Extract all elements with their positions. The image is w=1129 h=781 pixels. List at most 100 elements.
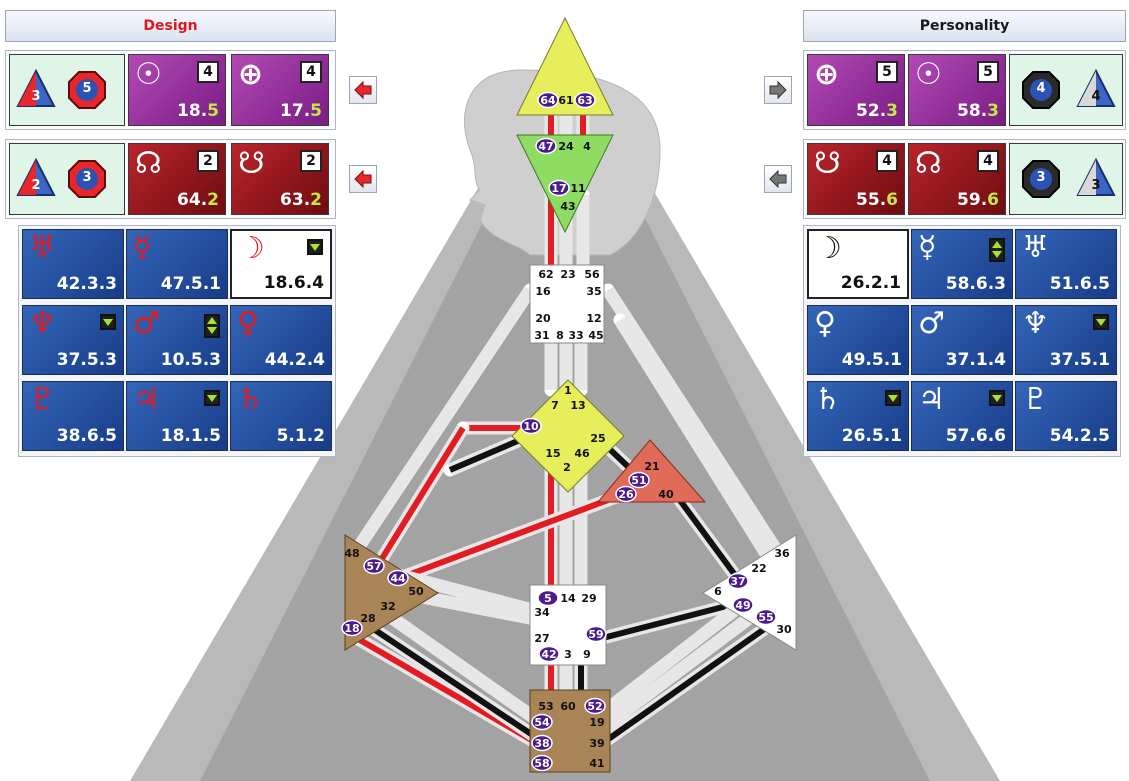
gate-label: 1 (564, 384, 572, 397)
planet-value: 5.1.2 (277, 426, 325, 446)
gate-label: 47 (538, 140, 553, 153)
gate-label: 30 (776, 623, 792, 636)
personality-nodes-arrow-button[interactable] (764, 165, 792, 193)
gate-label: 44 (390, 572, 406, 585)
design-planet-cell[interactable]: ☿47.5.1 (126, 229, 228, 299)
gate-label: 56 (584, 268, 600, 281)
gate-label: 43 (560, 200, 575, 213)
planet-value: 38.6.5 (57, 426, 117, 446)
variable-badge-label: 4 (1031, 81, 1051, 96)
design-planets-grid: ♅42.3.3☿47.5.1☽18.6.4 ♆37.5.3♂10.5.3♀44.2… (18, 225, 336, 457)
design-planet-cell[interactable]: ♆37.5.3 (22, 305, 124, 375)
design-earth-cell[interactable]: ⊕ 4 17.5 (231, 54, 329, 126)
design-planet-cell[interactable]: ♂10.5.3 (126, 305, 228, 375)
gate-label: 6 (714, 585, 722, 598)
south-node-gate-value: 63.2 (280, 190, 322, 210)
gate-label: 17 (551, 182, 566, 195)
up-down-arrow-marker-icon (989, 238, 1005, 262)
gate-label: 27 (534, 632, 549, 645)
personality-header: Personality (803, 10, 1126, 42)
planet-value: 18.6.4 (264, 273, 324, 293)
line-badge: 5 (876, 61, 898, 83)
planet-value: 58.6.3 (946, 274, 1006, 294)
personality-nodes-variable-cell: 3 3 (1009, 143, 1123, 215)
gate-label: 50 (408, 585, 424, 598)
personality-earth-cell[interactable]: ⊕ 5 52.3 (807, 54, 905, 126)
personality-planet-cell[interactable]: ☿58.6.3 (911, 229, 1013, 299)
personality-planet-cell[interactable]: ♆37.5.1 (1015, 305, 1117, 375)
line-badge: 4 (977, 150, 999, 172)
design-nodes-panel: 2 3 ☊ 2 64.2 ☋ 2 63.2 (5, 139, 336, 219)
gate-label: 7 (551, 399, 559, 412)
gate-label: 9 (583, 648, 591, 661)
gate-label: 42 (541, 648, 556, 661)
gate-label: 16 (535, 285, 551, 298)
design-planet-cell[interactable]: ♇38.6.5 (22, 381, 124, 451)
north-node-icon: ☊ (915, 146, 942, 182)
personality-planet-cell[interactable]: ♇54.2.5 (1015, 381, 1117, 451)
north-node-gate-value: 64.2 (177, 190, 219, 210)
gate-label: 25 (590, 432, 605, 445)
earth-gate-value: 17.5 (280, 101, 322, 121)
design-planet-cell[interactable]: ♀44.2.4 (230, 305, 332, 375)
planet-glyph-icon: ☽ (815, 231, 842, 267)
planet-glyph-icon: ♃ (918, 382, 945, 418)
gate-label: 58 (534, 757, 549, 770)
earth-icon: ⊕ (238, 57, 263, 93)
earth-gate-value: 52.3 (856, 101, 898, 121)
gate-label: 57 (366, 560, 381, 573)
personality-planets-grid: ☽26.2.1☿58.6.3♅51.6.5 ♀49.5.1♂37.1.4♆37.5… (803, 225, 1121, 457)
gate-label: 54 (534, 716, 550, 729)
down-arrow-marker-icon (204, 390, 220, 406)
south-node-icon: ☋ (814, 146, 841, 182)
personality-planet-cell[interactable]: ♂37.1.4 (911, 305, 1013, 375)
south-node-icon: ☋ (238, 146, 265, 182)
planet-glyph-icon: ♂ (918, 306, 945, 342)
design-sun-cell[interactable]: ☉ 4 18.5 (128, 54, 226, 126)
design-planet-cell[interactable]: ☽18.6.4 (230, 229, 332, 299)
personality-planet-cell[interactable]: ♃57.6.6 (911, 381, 1013, 451)
design-nodes-arrow-button[interactable] (349, 165, 377, 193)
personality-planet-cell[interactable]: ♅51.6.5 (1015, 229, 1117, 299)
gate-label: 53 (538, 700, 553, 713)
gate-label: 21 (644, 460, 659, 473)
planet-value: 44.2.4 (265, 350, 325, 370)
planet-value: 37.5.1 (1050, 350, 1110, 370)
personality-sun-cell[interactable]: ☉ 5 58.3 (908, 54, 1006, 126)
personality-sun-arrow-button[interactable] (764, 76, 792, 104)
gate-label: 31 (534, 329, 549, 342)
design-header: Design (5, 10, 336, 42)
gate-label: 39 (589, 737, 604, 750)
sun-gate-value: 58.3 (957, 101, 999, 121)
design-variable-cell: 3 5 (9, 54, 125, 126)
gate-label: 15 (545, 447, 560, 460)
gate-label: 55 (758, 611, 773, 624)
personality-planet-cell[interactable]: ♄26.5.1 (807, 381, 909, 451)
gate-label: 52 (587, 700, 602, 713)
design-planet-cell[interactable]: ♄5.1.2 (230, 381, 332, 451)
design-planet-cell[interactable]: ♅42.3.3 (22, 229, 124, 299)
personality-north-node-cell[interactable]: ☊ 4 59.6 (908, 143, 1006, 215)
design-sun-arrow-button[interactable] (349, 76, 377, 104)
personality-planet-cell[interactable]: ♀49.5.1 (807, 305, 909, 375)
personality-planet-cell[interactable]: ☽26.2.1 (807, 229, 909, 299)
personality-south-node-cell[interactable]: ☋ 4 55.6 (807, 143, 905, 215)
line-badge: 4 (876, 150, 898, 172)
gate-label: 61 (558, 94, 573, 107)
gate-label: 13 (570, 399, 585, 412)
design-planet-cell[interactable]: ♃18.1.5 (126, 381, 228, 451)
planet-glyph-icon: ♆ (29, 306, 56, 342)
design-south-node-cell[interactable]: ☋ 2 63.2 (231, 143, 329, 215)
gate-label: 18 (344, 622, 359, 635)
variable-badge-label: 3 (26, 89, 46, 104)
earth-icon: ⊕ (814, 57, 839, 93)
planet-value: 54.2.5 (1050, 426, 1110, 446)
planet-glyph-icon: ♃ (133, 382, 160, 418)
gate-label: 24 (558, 140, 574, 153)
design-north-node-cell[interactable]: ☊ 2 64.2 (128, 143, 226, 215)
design-sun-earth-panel: 3 5 ☉ 4 18.5 ⊕ 4 17.5 (5, 50, 336, 130)
gate-label: 38 (534, 737, 549, 750)
planet-value: 57.6.6 (946, 426, 1006, 446)
variable-badge-label: 5 (77, 81, 97, 96)
gate-label: 48 (344, 547, 359, 560)
